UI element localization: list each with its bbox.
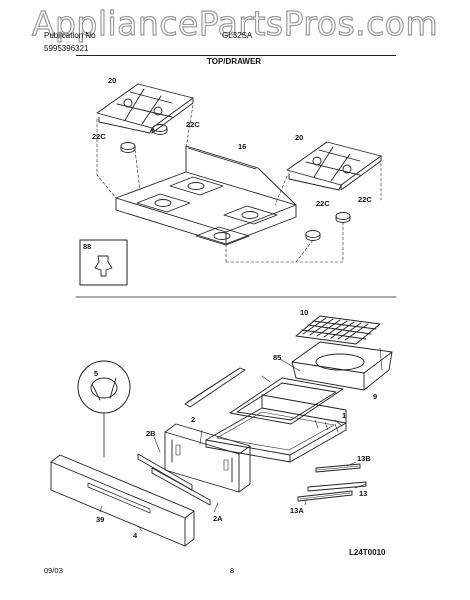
- right-burner-cap-left: [305, 230, 321, 238]
- callout-drawer-front: 39: [96, 515, 105, 524]
- inset-part-icon: [94, 255, 113, 277]
- header-rule: [76, 55, 396, 56]
- callout-knob: 5: [94, 369, 99, 378]
- callout-inset-part: 88: [83, 242, 92, 251]
- left-burner-cap-lower: [120, 142, 136, 150]
- drawer-frame: [229, 377, 344, 425]
- diagram-code: L24T0010: [349, 548, 386, 557]
- callout-broiler-pan: 9: [373, 392, 378, 401]
- broiler-pan: [291, 341, 393, 391]
- broiler-grid: [295, 315, 381, 345]
- knob-part: [90, 377, 118, 401]
- publication-number: 5995396321: [44, 44, 89, 53]
- rail-lower: [297, 490, 353, 502]
- inset-box: [79, 239, 128, 286]
- callout-left-cap-upper: 22C: [186, 120, 200, 129]
- knob-inset-circle: [77, 360, 131, 414]
- callout-rail-lower: 13A: [290, 506, 304, 515]
- callout-rail: 13: [359, 489, 368, 498]
- callout-rail-upper: 13B: [357, 454, 371, 463]
- cooktop: [115, 145, 297, 246]
- callout-left-cap-lower: 22C: [92, 132, 106, 141]
- callout-drawer-back: 2: [191, 415, 196, 424]
- rail: [307, 481, 367, 492]
- left-burner-grate: [96, 83, 194, 134]
- drawer-back-panel: [164, 423, 251, 493]
- callout-drawer-front-panel: 4: [133, 531, 138, 540]
- callout-drawer-right-side: 2A: [213, 514, 223, 523]
- drawer-front: [50, 454, 195, 547]
- drawer-body: [205, 394, 347, 463]
- callout-drawer-body: 1: [342, 411, 347, 420]
- upper-slide: [184, 367, 246, 408]
- callout-broiler-grid: 10: [300, 308, 309, 317]
- callout-right-cap-right: 22C: [358, 195, 372, 204]
- section-title: TOP/DRAWER: [207, 57, 262, 66]
- publication-label: Publication No: [44, 31, 96, 40]
- callout-left-grate: 20: [108, 76, 117, 85]
- right-burner-grate: [286, 141, 382, 191]
- footer-page-number: 8: [230, 566, 235, 575]
- model-number: GL32SA: [222, 31, 253, 40]
- left-burner-cap-upper: [152, 124, 168, 132]
- rail-upper: [315, 463, 361, 473]
- footer-date: 09/03: [44, 566, 63, 575]
- right-burner-cap-right: [335, 212, 351, 220]
- drawer-right-side: [151, 467, 211, 506]
- callout-frame: 85: [273, 353, 282, 362]
- callout-drawer-left-side: 2B: [146, 429, 156, 438]
- drawer-handle: [87, 482, 151, 514]
- callout-right-grate: 20: [295, 133, 304, 142]
- callout-cooktop: 16: [238, 142, 247, 151]
- watermark-text: AppliancePartsPros.com: [31, 3, 439, 43]
- callout-right-cap-left: 22C: [316, 199, 330, 208]
